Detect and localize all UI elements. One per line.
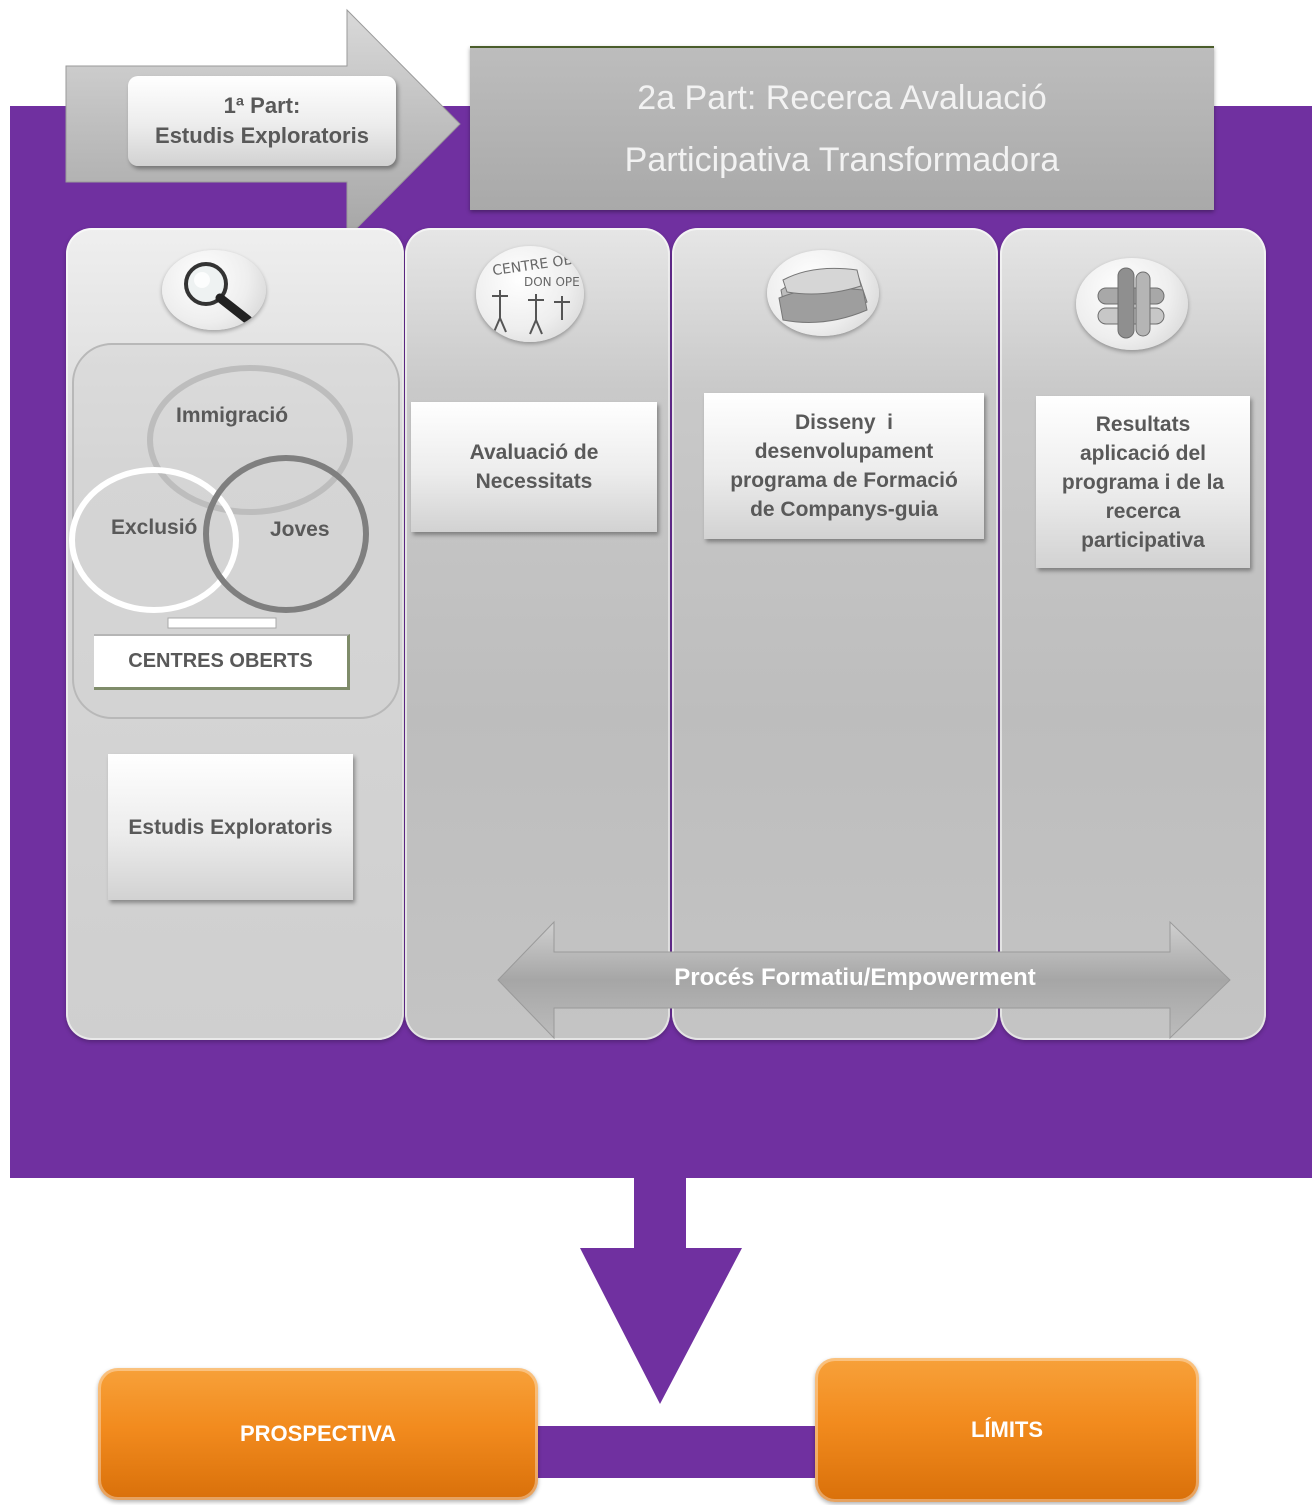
resultats-line5: participativa [1081,528,1205,552]
resultats-line3: programa i de la [1061,470,1225,494]
connector-bar [528,1426,832,1478]
venn-diagram [69,365,369,629]
papers-icon [767,250,879,336]
part2-title-line2: Participativa Transformadora [624,141,1060,179]
limits-box: LÍMITS [815,1358,1199,1502]
disseny-line4: de Companys-guia [750,498,938,521]
part2-title-line1: 2a Part: Recerca Avaluació [637,79,1047,117]
avaluacio-line2: Necessitats [475,470,593,493]
disseny-line2: desenvolupament [754,440,934,463]
column-disseny [672,228,998,1040]
disseny-line3: programa de Formació [730,469,958,492]
column-avaluacio [405,228,670,1040]
venn-label-exclusio: Exclusió [111,516,198,539]
venn-label-joves: Joves [270,518,330,541]
process-double-arrow [497,920,1231,1040]
hands-icon [1076,258,1188,350]
process-label: Procés Formatiu/Empowerment [674,964,1036,991]
limits-label: LÍMITS [970,1417,1044,1442]
venn-circle-immigracio [147,365,353,515]
estudis-box: Estudis Exploratoris [108,754,353,900]
estudis-label: Estudis Exploratoris [128,815,333,839]
disseny-line1: Disseny i [794,411,894,434]
centres-oberts-label: CENTRES OBERTS [128,650,313,672]
magnifier-icon [162,250,266,330]
venn-circle-exclusio [69,467,239,613]
venn-label-immigracio: Immigració [176,404,289,427]
prospectiva-box: PROSPECTIVA [98,1368,538,1500]
part1-label-line1: 1ª Part: [223,93,301,118]
part2-title-box: 2a Part: Recerca Avaluació Participativa… [470,46,1214,210]
column-resultats [1000,228,1266,1040]
prospectiva-label: PROSPECTIVA [239,1421,397,1446]
resultats-line4: recerca [1105,499,1181,523]
resultats-line2: aplicació del [1079,441,1207,465]
part1-label-line2: Estudis Exploratoris [155,123,369,148]
disseny-box: Disseny i desenvolupament programa de Fo… [704,393,984,539]
part1-label-box: 1ª Part: Estudis Exploratoris [128,76,396,166]
venn-circle-joves [203,455,369,613]
centres-oberts-box: CENTRES OBERTS [94,634,350,690]
drawing-icon: CENTRE OBERT DON OPE [476,246,584,342]
svg-text:DON OPE: DON OPE [524,275,580,289]
resultats-line1: Resultats [1095,412,1191,436]
down-arrow [580,1176,742,1404]
resultats-box: Resultats aplicació del programa i de la… [1036,396,1250,568]
avaluacio-line1: Avaluació de [469,441,599,464]
avaluacio-box: Avaluació de Necessitats [411,402,657,532]
